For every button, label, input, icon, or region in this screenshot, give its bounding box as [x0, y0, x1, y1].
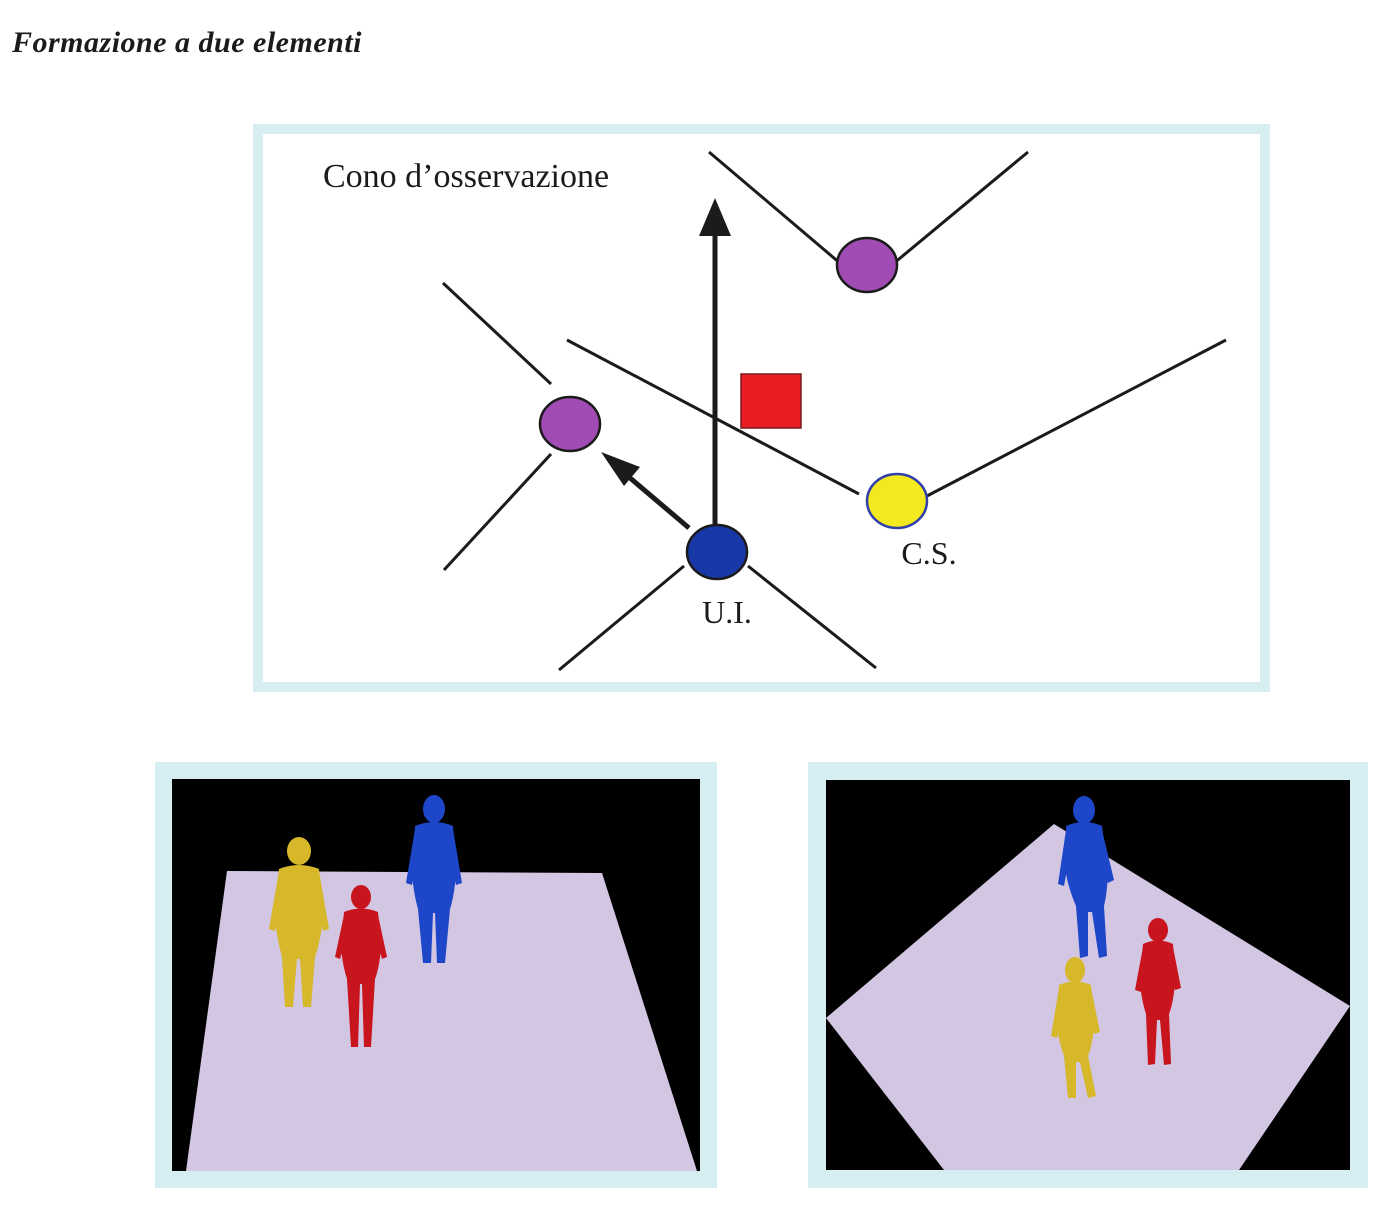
cone-top-right	[892, 150, 1029, 266]
page-heading: Formazione a due elementi	[12, 26, 362, 59]
target-square	[740, 373, 802, 429]
red-figure	[1135, 918, 1181, 1065]
element-circle-left	[538, 395, 602, 453]
scene-left-frame	[155, 762, 717, 1188]
cone-top-left	[708, 150, 842, 266]
blue-figure	[406, 795, 462, 963]
element-circle-top	[835, 236, 899, 294]
partner-label: C.S.	[901, 535, 956, 571]
formation-diagram: Cono d’osservazione U.I. C.S.	[323, 150, 1227, 672]
observer-label: U.I.	[702, 594, 752, 630]
observer-circle	[685, 523, 749, 581]
movement-arrows	[601, 198, 731, 530]
yellow-figure	[269, 837, 329, 1007]
scene-right-render	[826, 796, 1350, 1170]
side-arrow-shaft	[621, 470, 691, 530]
cone-left-lower	[442, 452, 553, 572]
cone-ui-left	[558, 564, 685, 672]
red-figure	[335, 885, 387, 1047]
scene-right-frame	[808, 762, 1368, 1188]
scene-left-render	[186, 795, 697, 1171]
yellow-figure	[1051, 957, 1100, 1098]
cone-ui-right	[747, 564, 877, 670]
partner-circle	[865, 472, 929, 530]
cone-label: Cono d’osservazione	[323, 158, 609, 195]
blue-figure	[1058, 796, 1114, 958]
forward-arrow-head	[699, 198, 731, 236]
diagram-frame: Cono d’osservazione U.I. C.S.	[253, 124, 1270, 692]
cone-cs-right	[924, 338, 1227, 499]
side-arrow-head	[601, 452, 640, 486]
cone-left-upper	[441, 281, 553, 386]
